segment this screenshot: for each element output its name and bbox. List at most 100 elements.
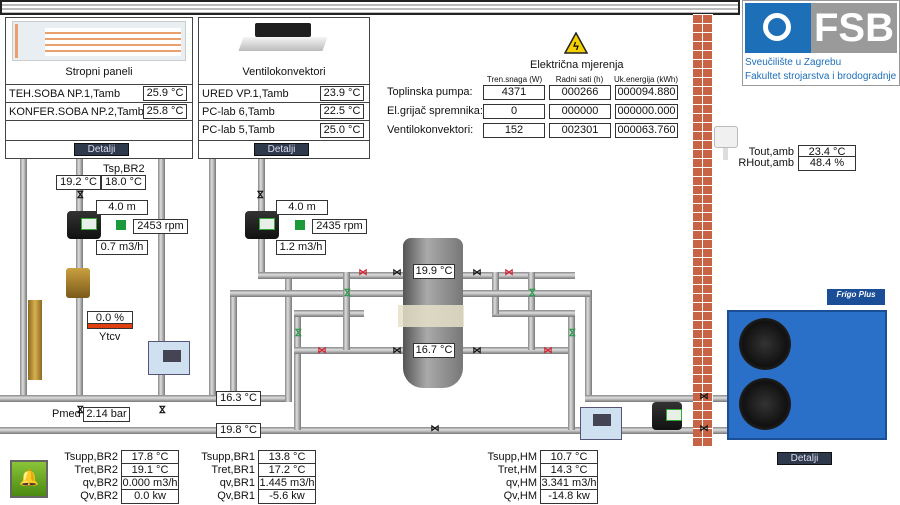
valve-icon[interactable]: ⋈ bbox=[472, 345, 482, 355]
top-bar bbox=[0, 0, 740, 15]
value: 0.0 kw bbox=[121, 489, 179, 504]
hours: 002301 bbox=[549, 123, 611, 138]
valve-icon[interactable]: ⋈ bbox=[472, 267, 482, 277]
pump-head: 4.0 m bbox=[276, 200, 328, 215]
row-label: Ventilokonvektori: bbox=[387, 124, 474, 136]
valve-icon[interactable]: ⋈ bbox=[567, 328, 578, 337]
tank-bottom-temp: 16.7 °C bbox=[413, 343, 455, 358]
outdoor-sensor-icon bbox=[714, 126, 738, 148]
valve-icon[interactable]: ⋈ bbox=[342, 288, 353, 297]
energy: 000063.760 bbox=[615, 123, 678, 138]
logo-text: FSB bbox=[811, 3, 897, 53]
power: 4371 bbox=[483, 85, 545, 100]
room-label: PC-lab 6,Tamb bbox=[202, 106, 275, 118]
panel-title: Ventilokonvektori bbox=[242, 66, 326, 78]
label: Tsupp,BR1 bbox=[201, 451, 255, 463]
value: -5.6 kw bbox=[258, 489, 316, 504]
pump-head: 4.0 m bbox=[96, 200, 148, 215]
room-temp: 25.0 °C bbox=[320, 123, 364, 138]
col-header: Uk.energija (kWh) bbox=[613, 75, 678, 84]
energy: 000094.880 bbox=[615, 85, 678, 100]
rh-value: 48.4 % bbox=[798, 156, 856, 171]
valve-icon[interactable]: ⋈ bbox=[699, 423, 709, 433]
fsb-logo: FSB Sveučilište u Zagrebu Fakultet stroj… bbox=[742, 0, 900, 86]
pmed-label: Pmed bbox=[52, 408, 81, 420]
svg-text:ϟ: ϟ bbox=[573, 41, 579, 53]
high-voltage-icon: ϟ bbox=[563, 31, 589, 54]
electrical-title: Električna mjerenja bbox=[530, 59, 624, 71]
pmed-value: 2.14 bar bbox=[83, 407, 130, 422]
valve-icon[interactable]: ⋈ bbox=[255, 190, 266, 199]
pump-rpm: 2435 rpm bbox=[312, 219, 367, 234]
room-label: TEH.SOBA NP.1,Tamb bbox=[9, 88, 121, 100]
valve-icon[interactable]: ⋈ bbox=[504, 267, 514, 277]
tsp-value-1: 19.2 °C bbox=[56, 175, 101, 190]
valve-icon[interactable]: ⋈ bbox=[527, 288, 538, 297]
label: Tret,BR1 bbox=[211, 464, 255, 476]
room-temp: 23.9 °C bbox=[320, 86, 364, 101]
room-temp: 22.5 °C bbox=[320, 104, 364, 119]
label: Tret,BR2 bbox=[74, 464, 118, 476]
panel-title: Stropni paneli bbox=[65, 66, 133, 78]
value: 1.445 m3/h bbox=[258, 476, 316, 491]
return-pipe-temp: 16.3 °C bbox=[216, 391, 261, 406]
label: Qv,HM bbox=[503, 490, 537, 502]
label: Tsupp,BR2 bbox=[64, 451, 118, 463]
ytcv-bar bbox=[87, 323, 133, 329]
ytcv-label: Ytcv bbox=[99, 331, 121, 343]
valve-icon[interactable]: ⋈ bbox=[543, 345, 553, 355]
pump-rpm: 2453 rpm bbox=[133, 219, 188, 234]
button-row bbox=[6, 140, 192, 159]
fan-icon bbox=[739, 378, 791, 430]
valve-icon[interactable]: ⋈ bbox=[430, 423, 440, 433]
label: Qv,BR2 bbox=[80, 490, 118, 502]
valve-icon[interactable]: ⋈ bbox=[75, 190, 86, 199]
col-header: Tren.snaga (W) bbox=[486, 75, 543, 84]
detalji-button[interactable]: Detalji bbox=[254, 143, 309, 156]
logo-line1: Sveučilište u Zagrebu bbox=[745, 57, 842, 68]
heat-pump-unit bbox=[727, 310, 887, 440]
energy: 000000.000 bbox=[615, 104, 678, 119]
empty-row bbox=[6, 120, 192, 141]
pump-hm-icon bbox=[652, 402, 682, 430]
tout-label: Tout,amb bbox=[748, 146, 794, 158]
fan-icon bbox=[739, 318, 791, 370]
room-temp: 25.9 °C bbox=[143, 86, 187, 101]
valve-icon[interactable]: ⋈ bbox=[392, 267, 402, 277]
electric-heater-icon bbox=[398, 305, 464, 327]
tsp-value-2: 18.0 °C bbox=[101, 175, 146, 190]
heat-meter-hm-icon bbox=[580, 407, 622, 440]
room-row: URED VP.1,Tamb 23.9 °C bbox=[199, 84, 369, 102]
row-label: El.grijač spremnika: bbox=[387, 105, 483, 117]
label: Tret,HM bbox=[497, 464, 537, 476]
alarm-bell-icon[interactable]: 🔔 bbox=[10, 460, 48, 498]
power: 152 bbox=[483, 123, 545, 138]
col-header: Radni sati (h) bbox=[555, 75, 604, 84]
valve-icon[interactable]: ⋈ bbox=[293, 328, 304, 337]
pump-flow: 1.2 m3/h bbox=[276, 240, 326, 255]
valve-icon[interactable]: ⋈ bbox=[358, 267, 368, 277]
hours: 000266 bbox=[549, 85, 611, 100]
tank-top-temp: 19.9 °C bbox=[413, 264, 455, 279]
power: 0 bbox=[483, 104, 545, 119]
valve-icon[interactable]: ⋈ bbox=[392, 345, 402, 355]
label: qv,BR1 bbox=[219, 477, 255, 489]
pump-flow: 0.7 m3/h bbox=[96, 240, 148, 255]
row-label: Toplinska pumpa: bbox=[387, 86, 473, 98]
room-label: URED VP.1,Tamb bbox=[202, 88, 289, 100]
valve-icon[interactable]: ⋈ bbox=[317, 345, 327, 355]
value: 10.7 °C bbox=[540, 450, 598, 465]
room-row: PC-lab 6,Tamb 22.5 °C bbox=[199, 102, 369, 120]
detalji-button[interactable]: Detalji bbox=[74, 143, 129, 156]
button-row bbox=[199, 140, 369, 159]
valve-icon[interactable]: ⋈ bbox=[157, 405, 168, 414]
valve-icon[interactable]: ⋈ bbox=[699, 391, 709, 401]
frigo-plus-logo: Frigo Plus bbox=[827, 289, 885, 305]
value: 3.341 m3/h bbox=[540, 476, 598, 491]
value: 17.8 °C bbox=[121, 450, 179, 465]
detalji-button[interactable]: Detalji bbox=[777, 452, 832, 465]
three-way-valve-icon bbox=[66, 268, 90, 298]
pump-status-indicator bbox=[116, 220, 126, 230]
